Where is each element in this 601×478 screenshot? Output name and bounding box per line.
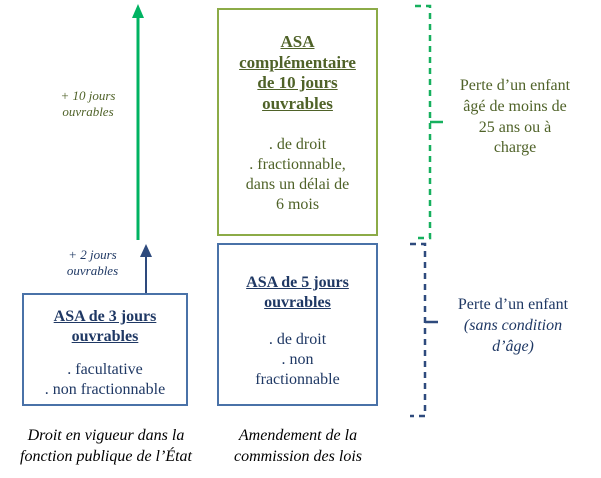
title-line-1: ASA de 3 jours [53, 308, 157, 325]
caption-left-line-2: fonction publique de l’État [20, 447, 192, 465]
body-line-3: fractionnable [255, 371, 340, 389]
plus-10-line-2: ouvrables [62, 104, 114, 120]
box-asa-3-body: . facultative . non fractionnable [24, 360, 186, 400]
title-line-2: ouvrables [71, 327, 139, 345]
title-line-1: ASA [280, 32, 315, 51]
lower-brace-line-2: (sans condition [463, 316, 563, 334]
upper-brace-label: Perte d’un enfant âgé de moins de 25 ans… [440, 76, 590, 159]
body-line-1: . de droit [268, 135, 327, 153]
title-line-1: ASA de 5 jours [246, 274, 349, 291]
lower-brace-line-3: d’âge) [492, 337, 534, 355]
plus-2-line-1: + 2 jours [68, 247, 117, 262]
green-up-arrow [132, 4, 144, 240]
caption-left-line-1: Droit en vigueur dans la [27, 427, 185, 444]
lower-brace-label: Perte d’un enfant (sans condition d’âge) [432, 295, 594, 357]
box-asa-complementaire-title: ASA complémentaire de 10 jours ouvrables [219, 32, 376, 115]
body-line-3: dans un délai de [245, 175, 350, 193]
upper-brace-line-1: Perte d’un enfant [459, 77, 571, 94]
caption-mid-line-1: Amendement de la [238, 427, 358, 444]
box-asa-complementaire: ASA complémentaire de 10 jours ouvrables… [217, 8, 378, 236]
title-line-4: ouvrables [262, 94, 333, 114]
box-asa-5-jours: ASA de 5 jours ouvrables . de droit . no… [217, 243, 378, 406]
box-asa-5-title: ASA de 5 jours ouvrables [219, 273, 376, 312]
box-asa-complementaire-body: . de droit . fractionnable, dans un déla… [219, 135, 376, 215]
upper-brace-line-2: âgé de moins de [463, 97, 567, 115]
plus-10-line-1: + 10 jours [60, 88, 116, 103]
body-line-4: 6 mois [275, 195, 320, 213]
body-line-2: . non fractionnable [44, 381, 166, 399]
caption-droit-en-vigueur: Droit en vigueur dans la fonction publiq… [4, 426, 208, 468]
upper-brace-line-4: charge [493, 139, 537, 157]
body-line-1: . facultative [67, 361, 143, 379]
plus-2-line-2: ouvrables [66, 263, 119, 279]
title-line-2: ouvrables [264, 293, 331, 311]
upper-brace-line-3: 25 ans ou à [478, 118, 552, 136]
box-asa-3-jours: ASA de 3 jours ouvrables . facultative .… [22, 293, 188, 406]
body-line-1: . de droit [268, 331, 327, 349]
plus-10-days-label: + 10 jours ouvrables [38, 88, 138, 121]
body-line-2: . fractionnable, [249, 155, 346, 173]
body-line-2: . non [281, 351, 314, 369]
caption-mid-line-2: commission des lois [234, 447, 362, 465]
green-dashed-brace [415, 4, 443, 240]
title-line-2: complémentaire [239, 52, 356, 72]
plus-2-days-label: + 2 jours ouvrables [45, 247, 140, 280]
blue-up-arrow [140, 244, 152, 293]
title-line-3: de 10 jours [257, 73, 338, 93]
caption-amendement: Amendement de la commission des lois [214, 426, 382, 468]
blue-dashed-brace [410, 242, 438, 418]
box-asa-5-body: . de droit . non fractionnable [219, 330, 376, 390]
lower-brace-line-1: Perte d’un enfant [457, 296, 569, 313]
box-asa-3-title: ASA de 3 jours ouvrables [24, 307, 186, 346]
